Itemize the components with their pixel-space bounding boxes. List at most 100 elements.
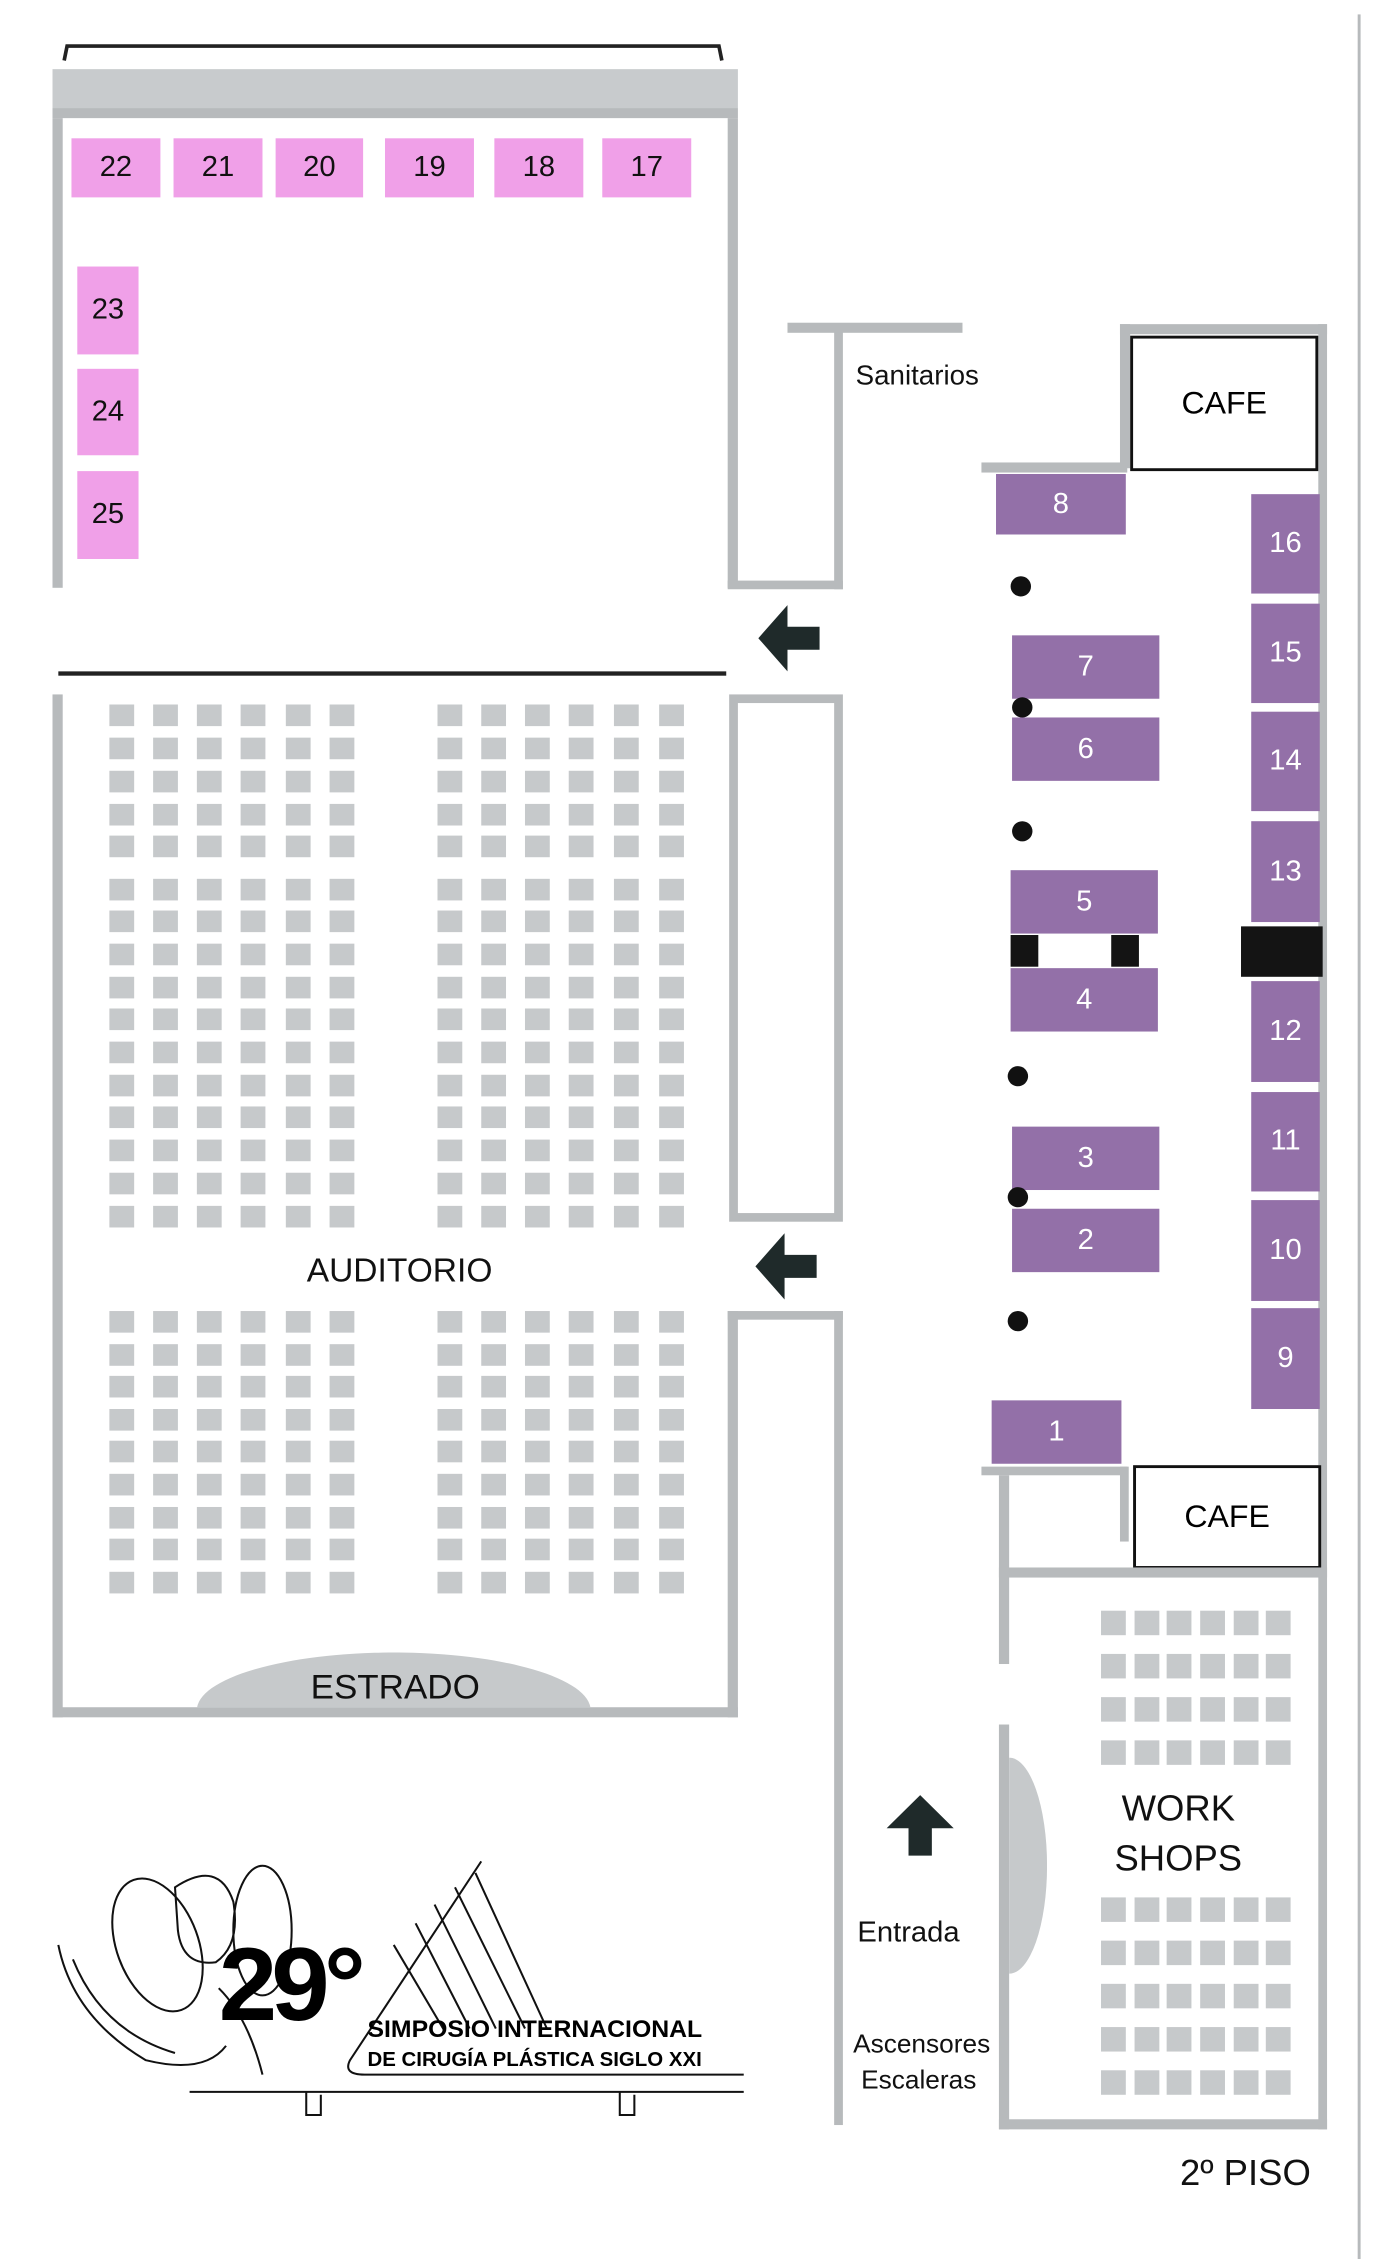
booth-5[interactable]: 5 [1010, 870, 1158, 934]
seat [240, 1205, 266, 1228]
seat [524, 1375, 550, 1398]
pillar-dot [1012, 697, 1033, 718]
booth-15[interactable]: 15 [1251, 603, 1320, 704]
booth-17[interactable]: 17 [602, 138, 692, 198]
seat [240, 910, 266, 933]
seat [613, 1538, 639, 1561]
seat [1200, 1653, 1225, 1679]
seat [1200, 2027, 1225, 2052]
booth-20[interactable]: 20 [275, 138, 364, 198]
seat [153, 704, 178, 727]
ascensores-label: Ascensores [853, 2029, 991, 2059]
seat [285, 1473, 311, 1496]
seat [1233, 2027, 1259, 2052]
seat [481, 1473, 507, 1496]
column-block [1010, 935, 1039, 967]
seat [285, 910, 311, 933]
seat [613, 910, 639, 933]
seat [481, 1205, 507, 1228]
booth-25[interactable]: 25 [77, 471, 139, 559]
seat [196, 1409, 222, 1431]
seat [196, 1506, 222, 1529]
seat [153, 1041, 178, 1064]
seat [659, 1139, 684, 1162]
seat [329, 910, 355, 933]
seat [481, 1041, 507, 1064]
seat [285, 737, 311, 760]
seat [329, 770, 355, 793]
booth-1[interactable]: 1 [991, 1400, 1122, 1464]
seat [1233, 1940, 1259, 1966]
seat [1265, 1610, 1291, 1636]
seat [568, 1139, 594, 1162]
wall [981, 1466, 1128, 1476]
seat [481, 1440, 507, 1463]
booth-8[interactable]: 8 [996, 473, 1126, 535]
stage-platform [196, 1652, 591, 1708]
seat [1101, 1653, 1126, 1679]
seat [109, 943, 135, 966]
seat [1134, 1610, 1160, 1636]
seat [1101, 1897, 1126, 1922]
seat [1101, 1740, 1126, 1765]
seat [153, 943, 178, 966]
seat [437, 1139, 463, 1162]
seat [1166, 2070, 1192, 2095]
logo-line2: DE CIRUGÍA PLÁSTICA SIGLO XXI [367, 2047, 702, 2071]
seat [437, 1409, 463, 1431]
booth-6[interactable]: 6 [1012, 717, 1160, 781]
seat [1265, 1940, 1291, 1966]
wall [727, 118, 738, 588]
booth-22[interactable]: 22 [71, 138, 161, 198]
seat [524, 1344, 550, 1366]
logo-line1: SIMPOSIO INTERNACIONAL [367, 2015, 703, 2043]
seat [196, 1473, 222, 1496]
seat [109, 1344, 135, 1366]
seat [437, 943, 463, 966]
cafe-bottom: CAFE [1133, 1465, 1322, 1569]
arrow-left-icon [758, 605, 820, 672]
seat [659, 1571, 684, 1594]
booth-16[interactable]: 16 [1251, 494, 1320, 594]
seat [1200, 1697, 1225, 1722]
seat [329, 1106, 355, 1129]
seat [481, 770, 507, 793]
seat [285, 1571, 311, 1594]
booth-4[interactable]: 4 [1010, 968, 1158, 1032]
seat [196, 910, 222, 933]
booth-23[interactable]: 23 [77, 266, 139, 355]
seat [659, 878, 684, 901]
booth-9[interactable]: 9 [1251, 1308, 1320, 1410]
booth-12[interactable]: 12 [1251, 981, 1320, 1082]
wall [998, 1724, 1010, 2130]
seat [1166, 1897, 1192, 1922]
seat [481, 737, 507, 760]
booth-21[interactable]: 21 [173, 138, 263, 198]
booth-14[interactable]: 14 [1251, 711, 1320, 812]
booth-10[interactable]: 10 [1251, 1200, 1320, 1301]
seat [659, 835, 684, 858]
seat [196, 1172, 222, 1195]
seat [659, 770, 684, 793]
booth-19[interactable]: 19 [384, 138, 474, 198]
seat [524, 1172, 550, 1195]
booth-2[interactable]: 2 [1012, 1208, 1160, 1273]
seat [285, 1106, 311, 1129]
seat [613, 1571, 639, 1594]
booth-7[interactable]: 7 [1012, 635, 1160, 699]
seat [1101, 1610, 1126, 1636]
seat [1265, 1897, 1291, 1922]
top-bracket [62, 44, 724, 61]
seat [524, 1440, 550, 1463]
seat [613, 1172, 639, 1195]
seat [109, 1375, 135, 1398]
booth-13[interactable]: 13 [1251, 821, 1320, 923]
seat [568, 1172, 594, 1195]
booth-18[interactable]: 18 [494, 138, 584, 198]
booth-3[interactable]: 3 [1012, 1126, 1160, 1191]
seat [285, 878, 311, 901]
booth-24[interactable]: 24 [77, 368, 139, 456]
seat [329, 1311, 355, 1333]
booth-11[interactable]: 11 [1251, 1092, 1320, 1192]
seat [240, 1440, 266, 1463]
